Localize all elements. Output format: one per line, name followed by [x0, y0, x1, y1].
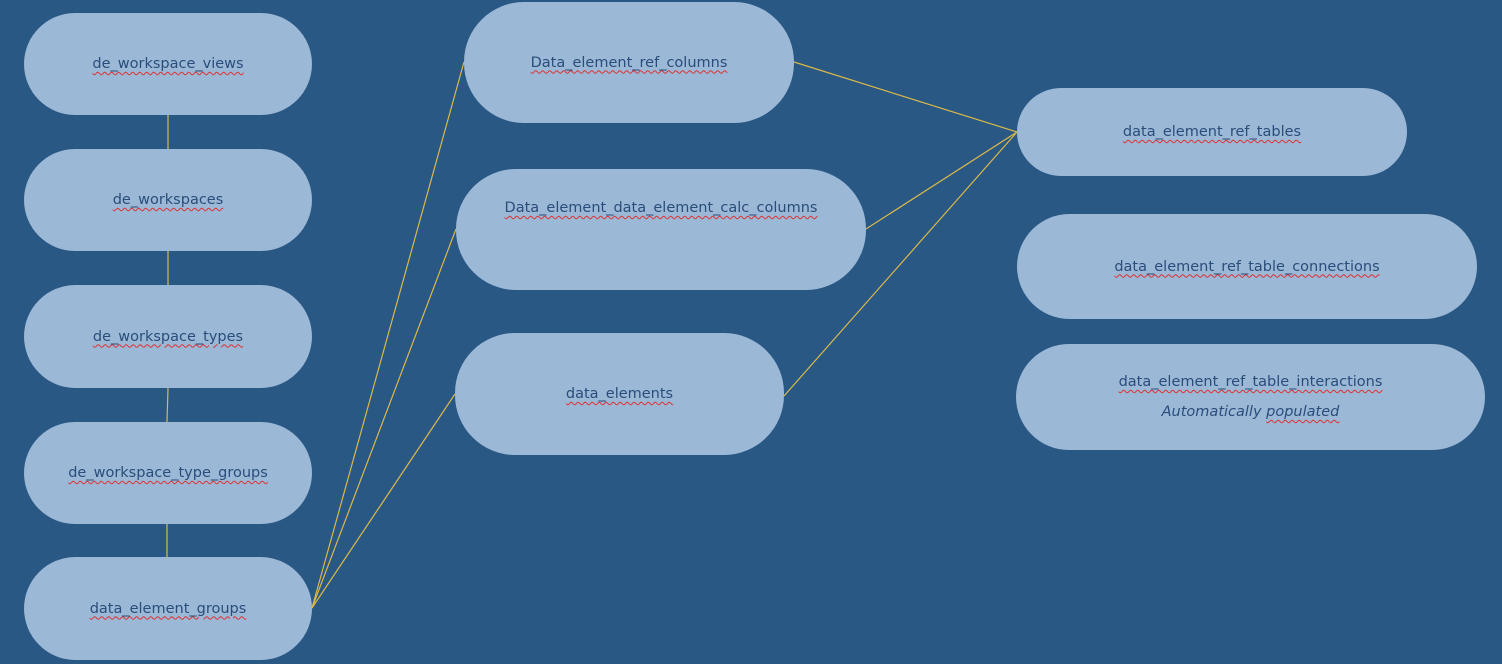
node-note-word: populated: [1266, 404, 1340, 420]
node-data-element-groups[interactable]: data_element_groups: [24, 557, 312, 660]
node-de-workspace-types[interactable]: de_workspace_types: [24, 285, 312, 388]
node-de-workspace-views[interactable]: de_workspace_views: [24, 13, 312, 115]
node-de-workspace-type-groups[interactable]: de_workspace_type_groups: [24, 422, 312, 524]
node-label: Data_element_data_element_calc_columns: [504, 200, 818, 216]
node-label: data_element_groups: [89, 600, 247, 617]
node-label: data_element_ref_table_connections: [1114, 258, 1380, 275]
node-label: de_workspace_type_groups: [68, 465, 268, 481]
node-note: Automatically populated: [1162, 404, 1340, 420]
node-data-elements[interactable]: data_elements: [455, 333, 784, 455]
node-note-prefix: Automatically: [1161, 404, 1262, 420]
node-data-element-ref-tables[interactable]: data_element_ref_tables: [1017, 88, 1407, 176]
node-label: de_workspaces: [112, 192, 224, 208]
node-label: de_workspace_types: [92, 328, 244, 345]
connector-degroups-refcolumns: [311, 61, 465, 609]
node-data-element-ref-table-connections[interactable]: data_element_ref_table_connections: [1017, 214, 1477, 319]
connector-refcolumns-reftables: [793, 61, 1018, 133]
node-de-workspaces[interactable]: de_workspaces: [24, 149, 312, 251]
connector-degroups-elements: [311, 393, 456, 609]
node-label: data_elements: [565, 386, 674, 402]
connector-elements-reftables: [783, 131, 1018, 397]
node-label: data_element_ref_tables: [1122, 124, 1302, 140]
node-data-element-ref-columns[interactable]: Data_element_ref_columns: [464, 2, 794, 123]
connector-types-typegroups: [166, 387, 169, 423]
node-data-element-calc-columns[interactable]: Data_element_data_element_calc_columns: [456, 169, 866, 290]
node-label: Data_element_ref_columns: [530, 54, 728, 71]
node-label: data_element_ref_table_interactions: [1118, 374, 1383, 390]
connector-degroups-calccolumns: [311, 228, 457, 609]
node-data-element-ref-table-interactions[interactable]: data_element_ref_table_interactions Auto…: [1016, 344, 1485, 450]
node-label: de_workspace_views: [92, 56, 244, 72]
connector-calccolumns-reftables: [865, 131, 1018, 230]
